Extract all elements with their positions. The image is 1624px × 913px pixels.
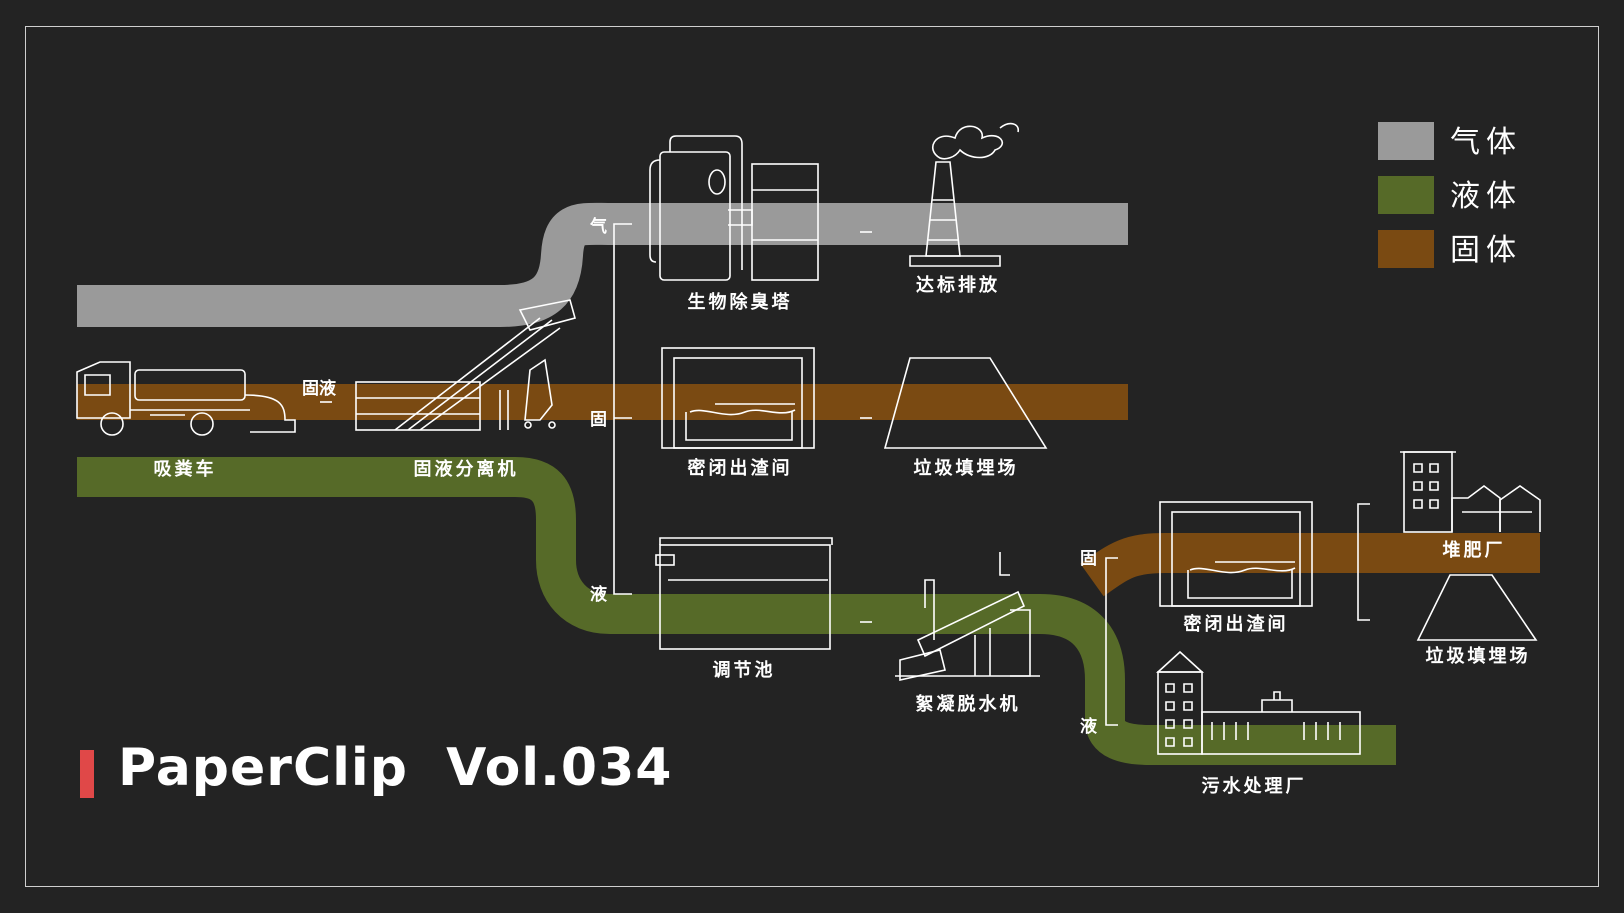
legend-label-liquid: 液体 bbox=[1450, 179, 1522, 214]
tank-icon bbox=[655, 537, 833, 650]
landfill-2-icon bbox=[1416, 574, 1538, 641]
branch-bracket bbox=[320, 223, 1370, 726]
landfill-icon bbox=[883, 357, 1048, 449]
slag-room-2-icon bbox=[1159, 501, 1313, 607]
stream-tag-liquid: 液 bbox=[590, 584, 607, 605]
legend-swatch-gas bbox=[1378, 122, 1434, 160]
legend: 气体 液体 固体 bbox=[1378, 122, 1522, 268]
label-truck: 吸粪车 bbox=[154, 458, 217, 480]
dewatering-machine-icon bbox=[895, 552, 1040, 681]
stream-tag-solid: 固 bbox=[590, 410, 607, 430]
separator-icon bbox=[355, 299, 576, 431]
label-slag-room-2: 密闭出渣间 bbox=[1184, 613, 1289, 635]
gas-flow-band bbox=[77, 202, 1128, 327]
slag-room-icon bbox=[661, 347, 815, 449]
bio-tower-icon bbox=[649, 135, 819, 281]
label-bio-tower: 生物除臭塔 bbox=[688, 291, 793, 313]
label-landfill-2: 垃圾填埋场 bbox=[1426, 645, 1531, 667]
label-separator: 固液分离机 bbox=[414, 458, 519, 480]
legend-swatch-solid bbox=[1378, 230, 1434, 268]
border-frame bbox=[25, 26, 1599, 887]
legend-label-solid: 固体 bbox=[1450, 233, 1522, 268]
label-sewage-plant: 污水处理厂 bbox=[1202, 775, 1307, 797]
chimney-icon bbox=[909, 122, 1020, 267]
legend-label-gas: 气体 bbox=[1450, 125, 1522, 160]
legend-swatch-liquid bbox=[1378, 176, 1434, 214]
liquid-flow-band bbox=[77, 457, 1396, 765]
label-tank: 调节池 bbox=[713, 659, 776, 681]
label-landfill: 垃圾填埋场 bbox=[914, 457, 1019, 479]
page-title: PaperClip Vol.034 bbox=[118, 738, 673, 798]
truck-icon bbox=[76, 361, 296, 436]
label-emission: 达标排放 bbox=[916, 274, 1000, 296]
sewage-plant-icon bbox=[1155, 650, 1361, 755]
label-dewatering-machine: 絮凝脱水机 bbox=[916, 693, 1021, 715]
stream-tag-liquid-2: 液 bbox=[1080, 716, 1097, 737]
label-compost-plant: 堆肥厂 bbox=[1443, 539, 1506, 561]
stream-tag-solid-2: 固 bbox=[1080, 549, 1097, 569]
solid-flow-band-2 bbox=[1080, 533, 1540, 597]
stream-tag-solid-liquid: 固液 bbox=[302, 378, 336, 399]
label-slag-room: 密闭出渣间 bbox=[688, 457, 793, 479]
title-accent-bar bbox=[80, 750, 94, 798]
compost-plant-icon bbox=[1400, 451, 1541, 533]
stream-tag-gas: 气 bbox=[589, 216, 607, 237]
